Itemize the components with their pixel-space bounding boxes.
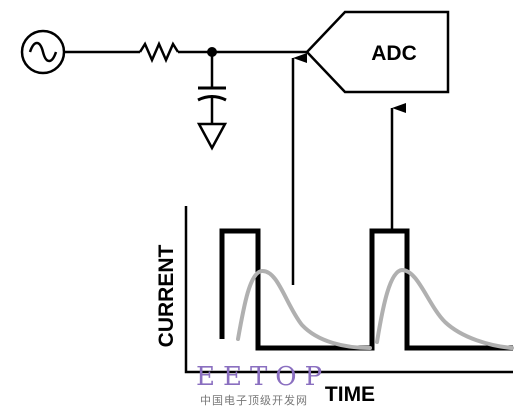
y-axis-label: CURRENT	[155, 245, 178, 348]
ac-source-icon	[20, 29, 66, 75]
settling-response-1	[236, 269, 372, 350]
plot-axes	[184, 206, 513, 374]
adc-block	[305, 10, 450, 94]
watermark-subtitle: 中国电子顶级开发网	[200, 393, 308, 407]
capacitor-icon	[197, 52, 227, 124]
x-axis-label: TIME	[325, 383, 375, 406]
current-pulse-train	[219, 228, 513, 351]
ground-icon	[196, 122, 228, 151]
resistor-icon	[138, 40, 180, 64]
adc-label: ADC	[371, 42, 417, 65]
watermark-brand: EETOP	[196, 362, 330, 392]
settling-response-2	[375, 267, 514, 350]
